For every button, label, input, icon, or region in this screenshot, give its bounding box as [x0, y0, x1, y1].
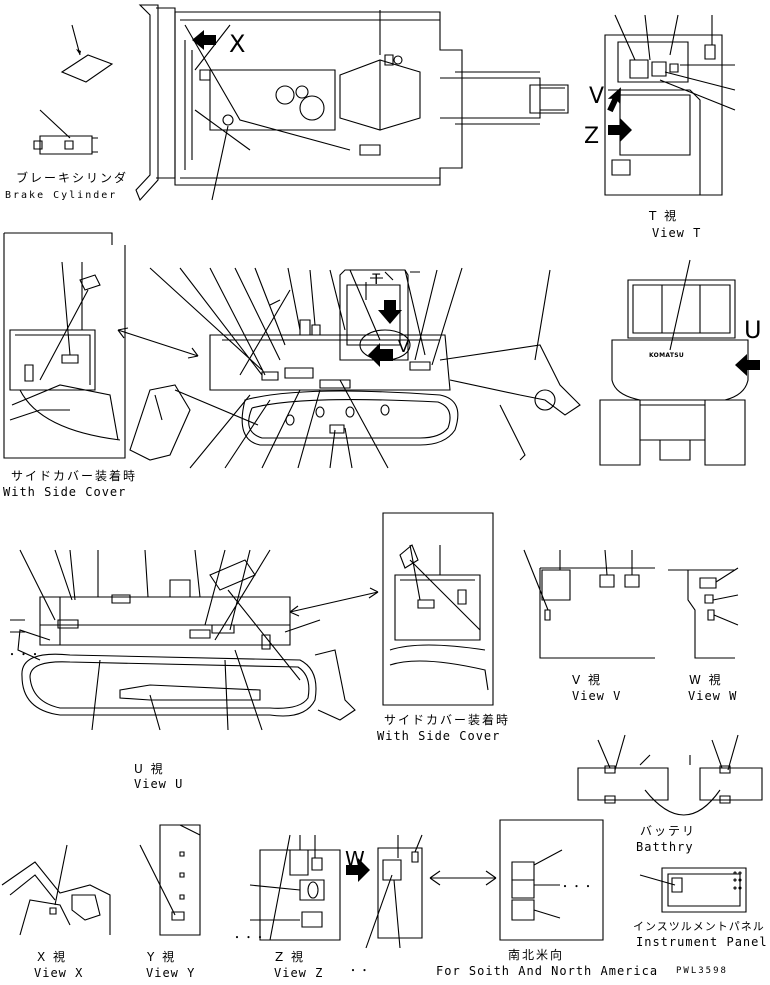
plan-view-machine — [136, 5, 568, 200]
view-t-jp: T 視 — [649, 209, 679, 223]
view-w-arrow — [346, 858, 370, 882]
view-w-jp: W 視 — [689, 673, 723, 687]
side-cover-left-en: With Side Cover — [3, 485, 127, 499]
part-code: PWL3598 — [676, 966, 728, 976]
view-v-panel — [524, 550, 655, 658]
view-u-en: View U — [134, 777, 184, 791]
side-cover-inset-right — [383, 513, 493, 705]
view-x-letter: X — [229, 30, 245, 58]
battery-en: Batthry — [636, 840, 694, 854]
view-t-arrow — [378, 300, 402, 324]
view-y-en: View Y — [146, 966, 196, 980]
side-cover-right-en: With Side Cover — [377, 729, 501, 743]
view-v-arrow-t — [607, 87, 621, 113]
side-cover-right-jp: サイドカバー装着時 — [384, 713, 511, 727]
view-x-jp: X 視 — [37, 950, 68, 964]
view-y-detail — [140, 825, 200, 935]
view-t-en: View T — [652, 226, 702, 240]
double-arrow-bottom — [430, 871, 496, 885]
ellipsis-america: ・・・ — [560, 882, 595, 893]
instrument-panel-jp: インスツルメントパネル — [633, 920, 765, 933]
view-x-detail — [2, 845, 110, 935]
america-jp: 南北米向 — [508, 948, 565, 962]
view-u-arrow — [735, 354, 760, 376]
view-u-machine-right — [10, 550, 355, 730]
view-v-arrow-cab — [368, 343, 393, 367]
instrument-panel-detail — [640, 868, 746, 912]
side-cover-left-jp: サイドカバー装着時 — [11, 469, 138, 483]
brake-cylinder-detail — [34, 110, 98, 154]
view-x-arrow — [192, 30, 216, 50]
view-u-letter: U — [744, 316, 762, 344]
komatsu-brand: KOMATSU — [649, 352, 684, 359]
brake-cylinder-jp: ブレーキシリンダ — [16, 171, 129, 185]
side-cover-inset-left — [4, 233, 125, 458]
view-z-jp: Z 視 — [275, 950, 306, 964]
double-arrow-left — [118, 328, 198, 358]
instrument-panel-en: Instrument Panel — [636, 935, 768, 949]
double-arrow-mid — [290, 588, 378, 616]
view-z-detail — [250, 835, 422, 948]
view-v-letter-t: V — [589, 84, 604, 109]
view-t-cab-interior — [605, 15, 735, 195]
view-z-letter-t: Z — [584, 124, 599, 149]
view-z-en: View Z — [274, 966, 324, 980]
side-view-machine-left — [130, 268, 580, 468]
battery-jp: バッテリ — [640, 824, 697, 838]
rear-view-machine — [600, 260, 748, 465]
america-en: For Soith And North America — [436, 964, 659, 978]
ellipsis-u-left: ・・・ — [7, 650, 42, 661]
view-u-jp: U 視 — [134, 762, 165, 776]
view-w-en: View W — [688, 689, 738, 703]
view-x-en: View X — [34, 966, 84, 980]
ellipsis-z-mid: ・・ — [348, 966, 371, 977]
decal-pointer-detail — [62, 25, 112, 82]
view-y-jp: Y 視 — [147, 950, 177, 964]
brake-cylinder-en: Brake Cylinder — [5, 190, 118, 201]
view-v-letter-cab: V — [398, 337, 409, 356]
battery-detail — [578, 735, 762, 815]
view-v-jp: V 視 — [572, 673, 603, 687]
america-detail — [500, 820, 603, 940]
view-z-arrow-t — [608, 118, 632, 142]
view-w-panel — [668, 568, 738, 658]
view-v-en: View V — [572, 689, 622, 703]
ellipsis-z-view: ・・・ — [232, 933, 267, 944]
view-t-letter: T — [372, 272, 382, 288]
